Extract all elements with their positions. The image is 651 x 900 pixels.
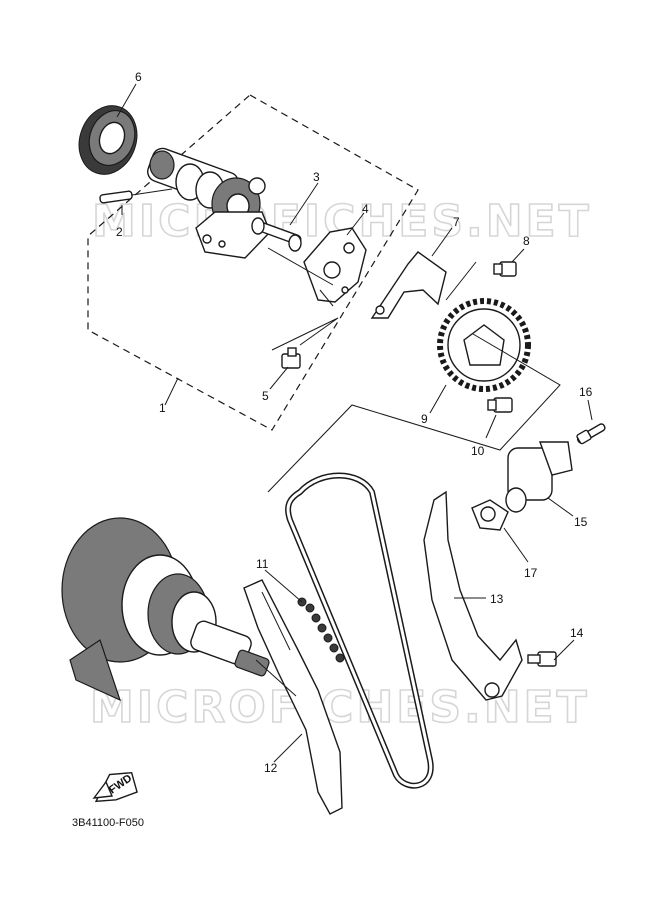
callout-5: 5 bbox=[262, 389, 269, 403]
crankshaft bbox=[61, 517, 270, 702]
leader-lines-sprocket bbox=[267, 227, 561, 493]
decompressor-plate-part-4[interactable] bbox=[303, 227, 367, 307]
bolt-part-10[interactable] bbox=[487, 397, 513, 413]
callout-7: 7 bbox=[453, 215, 460, 229]
callout-13: 13 bbox=[490, 592, 504, 606]
bolt-part-16[interactable] bbox=[576, 423, 606, 445]
callout-12: 12 bbox=[264, 761, 278, 775]
tensioner-guide-part-13[interactable] bbox=[423, 490, 523, 701]
callout-15: 15 bbox=[574, 515, 588, 529]
bolt-part-8[interactable] bbox=[493, 261, 517, 277]
leader-lines-lower bbox=[255, 399, 593, 763]
cam-sprocket-part-9[interactable] bbox=[437, 298, 531, 392]
bolt-part-5[interactable] bbox=[281, 347, 301, 369]
pin-part-2[interactable] bbox=[99, 190, 133, 204]
chain-tensioner-part-15[interactable] bbox=[505, 441, 573, 513]
callout-2: 2 bbox=[116, 225, 123, 239]
gasket-part-17[interactable] bbox=[471, 499, 509, 531]
diagram-code: 3B41100-F050 bbox=[72, 817, 144, 829]
callout-17: 17 bbox=[524, 566, 538, 580]
decompressor-shaft-part-3[interactable] bbox=[251, 217, 302, 252]
callout-1: 1 bbox=[159, 401, 166, 415]
callout-11: 11 bbox=[256, 557, 269, 571]
chain-guide-part-12[interactable] bbox=[243, 579, 343, 815]
watermark-bottom: MICROFICHES.NET bbox=[90, 682, 590, 733]
callout-9: 9 bbox=[421, 412, 428, 426]
callout-3: 3 bbox=[313, 170, 320, 184]
callout-4: 4 bbox=[362, 202, 369, 216]
callout-14: 14 bbox=[570, 626, 584, 640]
callout-16: 16 bbox=[579, 385, 593, 399]
leader-lines-upper bbox=[116, 83, 365, 406]
bolt-part-14[interactable] bbox=[527, 651, 557, 667]
camshaft-part[interactable] bbox=[145, 146, 271, 259]
sprocket-plate-part-7[interactable] bbox=[370, 251, 447, 319]
callout-10: 10 bbox=[471, 444, 485, 458]
callout-8: 8 bbox=[523, 234, 530, 248]
timing-chain[interactable] bbox=[285, 472, 434, 789]
bearing-part-6[interactable] bbox=[70, 98, 147, 183]
callout-6: 6 bbox=[135, 70, 142, 84]
fwd-arrow-icon: FWD bbox=[92, 771, 138, 803]
camshaft-assembly-boundary bbox=[87, 94, 419, 431]
